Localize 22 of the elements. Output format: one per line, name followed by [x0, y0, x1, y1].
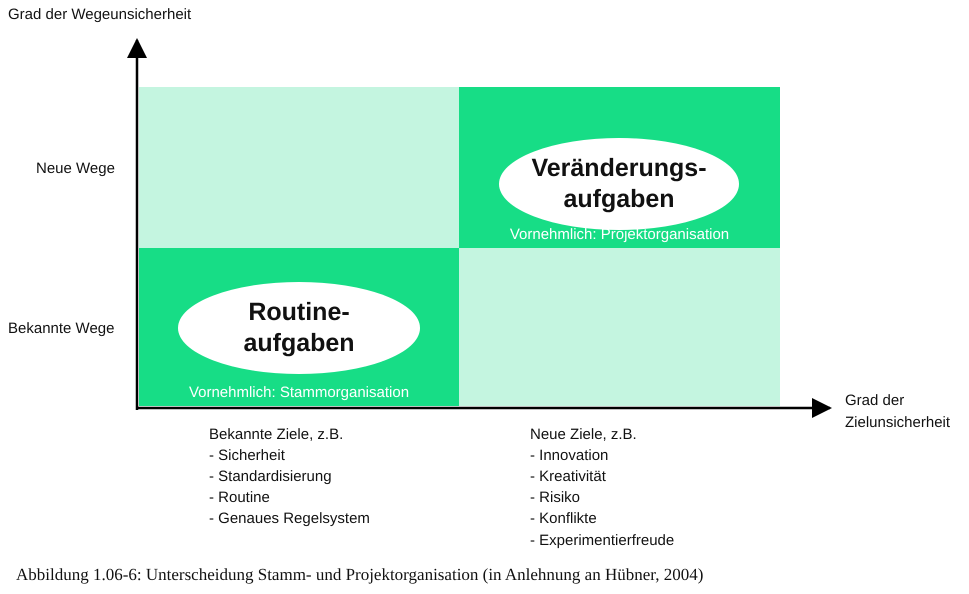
quadrant-panel: [459, 248, 780, 406]
list-item: - Genaues Regelsystem: [209, 510, 370, 528]
list-item: - Konflikte: [530, 510, 597, 528]
list-heading: Neue Ziele, z.B.: [530, 426, 637, 444]
axis-label: Neue Wege: [36, 160, 115, 178]
list-item: - Kreativität: [530, 468, 606, 486]
quadrant-panel: [139, 248, 459, 406]
quadrant-panel: [459, 87, 780, 248]
list-item: - Risiko: [530, 489, 580, 507]
axis-title: Grad der Wegeunsicherheit: [8, 6, 192, 24]
axis-title: Grad der Zielunsicherheit: [845, 391, 952, 433]
list-item: - Experimentierfreude: [530, 532, 674, 550]
list-heading: Bekannte Ziele, z.B.: [209, 426, 344, 444]
axis-label: Bekannte Wege: [8, 320, 114, 338]
list-item: - Routine: [209, 489, 270, 507]
figure-caption: Abbildung 1.06-6: Unterscheidung Stamm- und Projektorganisation (in Anlehnung an Hübner, 2004): [16, 566, 704, 584]
quadrant-panel: [139, 87, 459, 248]
list-item: - Innovation: [530, 447, 608, 465]
list-item: - Standardisierung: [209, 468, 332, 486]
organisation-note: Vornehmlich: Stammorganisation: [188, 384, 410, 401]
task-ellipse: Routine- aufgaben: [178, 282, 420, 374]
list-item: - Sicherheit: [209, 447, 285, 465]
